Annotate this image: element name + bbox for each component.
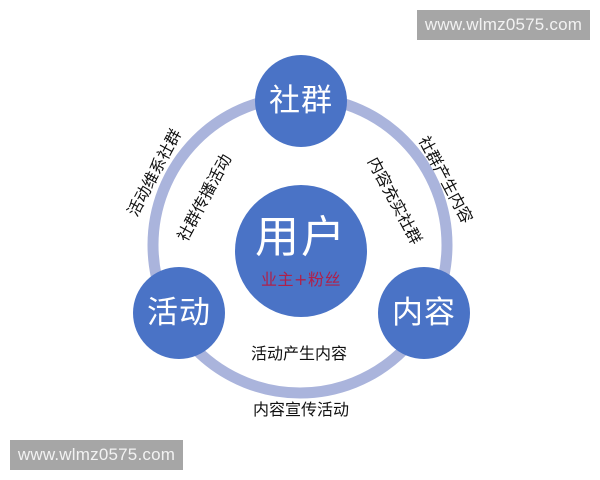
node-user-title: 用户: [255, 212, 347, 263]
edge-label-activity-content-inner: 活动产生内容: [251, 344, 348, 363]
node-content: 内容: [378, 267, 470, 359]
node-activity-label: 活动: [147, 294, 211, 331]
watermark-top-right: www.wlmz0575.com: [417, 10, 590, 40]
edge-label-activity-content-outer: 内容宣传活动: [253, 400, 350, 419]
node-community: 社群: [255, 55, 347, 147]
node-user-center: 用户 业主+粉丝: [235, 185, 367, 317]
node-activity: 活动: [133, 267, 225, 359]
watermark-bottom-left: www.wlmz0575.com: [10, 440, 183, 470]
node-user-subtitle: 业主+粉丝: [261, 270, 341, 289]
node-content-label: 内容: [392, 294, 456, 331]
node-community-label: 社群: [269, 82, 333, 119]
